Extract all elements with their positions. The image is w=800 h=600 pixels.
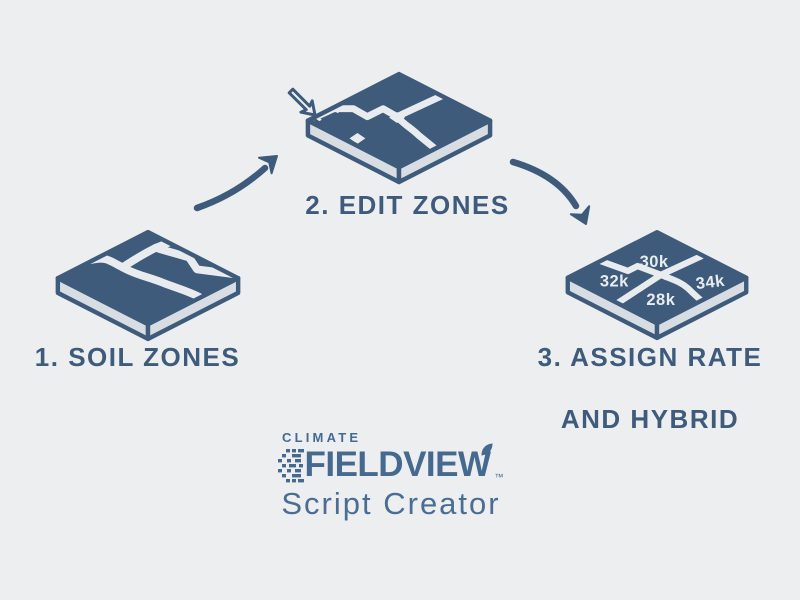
script-creator-subtitle: Script Creator [281,486,501,521]
step3-label: 3. ASSIGN RATE AND HYBRID [525,342,775,435]
climate-wordmark: CLIMATE [282,430,362,445]
rate-top: 30k [640,253,669,271]
assign-rate-tile-icon: 30k 32k 34k 28k [565,229,749,341]
trademark-symbol: ™ [494,472,504,482]
cursor-arrow-icon [287,87,320,124]
soil-zones-tile-icon [55,229,241,342]
curved-arrow-icon [509,158,591,225]
rate-right: 34k [695,272,726,293]
fieldview-wordmark-row: FIELDVIEW ™ [278,443,504,484]
rate-left: 32k [600,272,629,290]
rate-bottom: 28k [646,291,675,309]
step2-label: 2. EDIT ZONES [305,190,510,220]
step3-label-line1: 3. ASSIGN RATE [537,342,763,372]
fieldview-wordmark: FIELDVIEW [304,445,491,484]
edit-zones-tile-icon [305,71,493,185]
step3-label-line2: AND HYBRID [560,404,740,434]
fieldview-dots-icon [278,449,305,483]
leaf-icon [480,443,493,456]
climate-fieldview-logo: CLIMATE FIELDVIEW ™ Script Creator [268,431,514,520]
curved-arrow-icon [193,155,278,212]
step1-label: 1. SOIL ZONES [34,342,241,372]
